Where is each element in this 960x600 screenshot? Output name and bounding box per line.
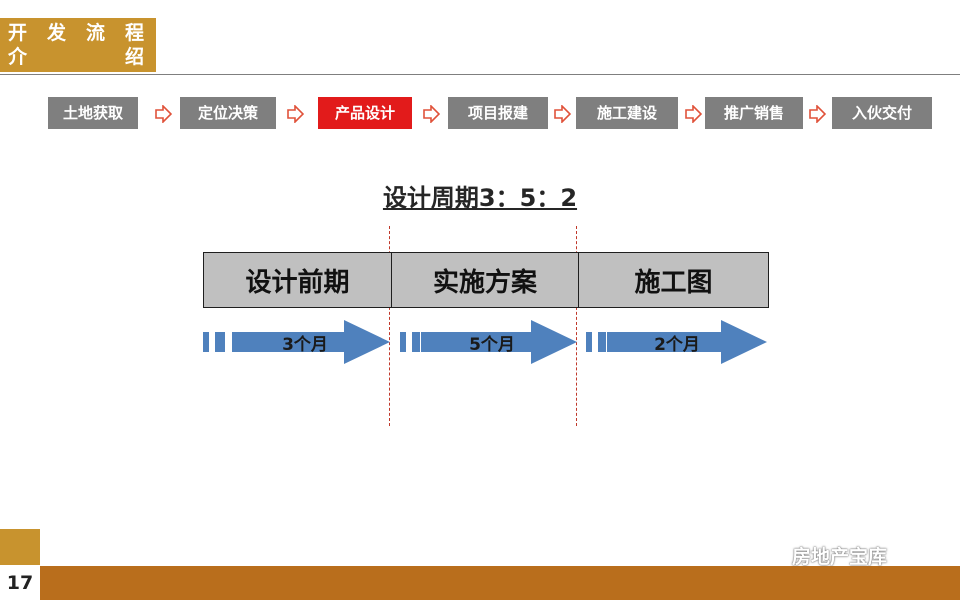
duration-arrow-icon: [400, 320, 577, 364]
process-flow: 土地获取 定位决策 产品设计 项目报建 施工建设 推广销售 入伙交付: [0, 97, 960, 131]
section-title-block: [0, 18, 156, 72]
wechat-icon: [760, 544, 786, 565]
phase-table: 设计前期 实施方案 施工图: [203, 252, 769, 308]
duration-arrow-icon: [203, 320, 390, 364]
phase-cell: 设计前期: [204, 253, 391, 307]
flow-step-active: 产品设计: [318, 97, 412, 129]
flow-arrow-icon: [685, 105, 702, 123]
title-char: 流: [85, 22, 105, 44]
title-char: 开: [8, 22, 28, 44]
title-char: 程: [124, 22, 144, 44]
header-divider: [0, 74, 960, 75]
design-cycle-title-text: 设计周期3：5：2: [382, 184, 578, 212]
flow-step: 入伙交付: [832, 97, 932, 129]
flow-step: 项目报建: [448, 97, 548, 129]
flow-arrow-icon: [155, 105, 172, 123]
flow-arrow-icon: [809, 105, 826, 123]
title-char: 绍: [124, 46, 144, 68]
flow-step: 推广销售: [705, 97, 803, 129]
section-title-line-1: 开 发 流 程: [0, 22, 156, 44]
watermark-text: 房地产宝库: [792, 545, 888, 568]
design-cycle-title: 设计周期3：5：2: [0, 178, 960, 213]
flow-step: 施工建设: [576, 97, 678, 129]
watermark: 房地产宝库: [760, 540, 887, 570]
phase-cell: 实施方案: [391, 253, 578, 307]
flow-arrow-icon: [423, 105, 440, 123]
duration-label: 2个月: [654, 335, 700, 355]
duration-label: 5个月: [469, 335, 515, 355]
footer-accent-square: [0, 529, 40, 565]
section-title-line-2: 介 绍: [0, 46, 156, 68]
footer-bar: [40, 566, 960, 600]
flow-arrow-icon: [287, 105, 304, 123]
phase-cell: 施工图: [578, 253, 768, 307]
duration-label: 3个月: [282, 335, 328, 355]
page-number: 17: [0, 566, 40, 600]
phase-divider-line: [576, 226, 577, 426]
title-char: 发: [46, 22, 66, 44]
title-char: 介: [8, 46, 28, 68]
duration-arrow-icon: [586, 320, 767, 364]
flow-step: 土地获取: [48, 97, 138, 129]
flow-step: 定位决策: [180, 97, 276, 129]
phase-divider-line: [389, 226, 390, 426]
flow-arrow-icon: [554, 105, 571, 123]
